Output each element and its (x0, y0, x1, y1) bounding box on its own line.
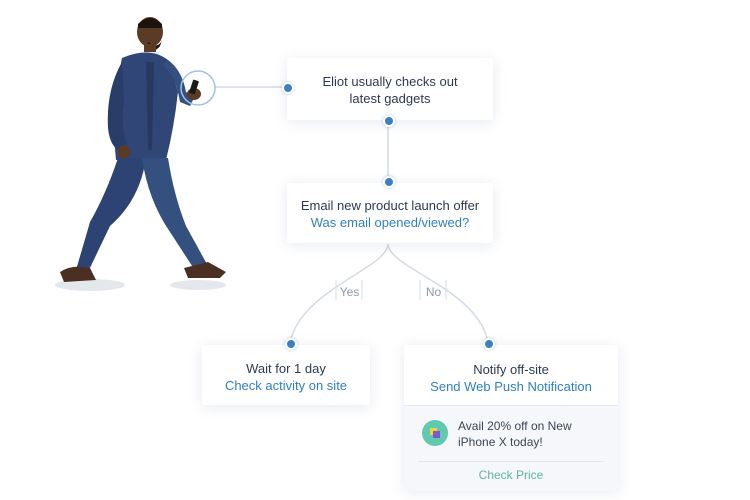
no-branch-label: No (425, 285, 442, 299)
wait-step-action: Wait for 1 day (246, 361, 326, 376)
push-message: Avail 20% off on New iPhone X today! (458, 419, 572, 449)
wait-input-dot (285, 338, 297, 350)
trigger-text: Eliot usually checks out latest gadgets (322, 74, 458, 106)
notify-input-dot (483, 338, 495, 350)
notify-step-action: Notify off-site (473, 362, 549, 377)
yes-branch-label: Yes (339, 285, 360, 299)
trigger-output-dot (383, 115, 395, 127)
walking-man-illustration (55, 17, 226, 291)
trigger-card[interactable]: Eliot usually checks out latest gadgets (287, 58, 493, 120)
notify-step-channel: Send Web Push Notification (430, 379, 592, 394)
check-price-button[interactable]: Check Price (478, 468, 544, 482)
app-logo-icon (422, 420, 448, 446)
email-step-action: Email new product launch offer (300, 198, 480, 213)
push-notification-preview[interactable]: Avail 20% off on New iPhone X today! Che… (404, 405, 618, 491)
email-input-dot (383, 176, 395, 188)
trigger-input-dot (282, 82, 294, 94)
email-step-condition: Was email opened/viewed? (310, 215, 470, 230)
push-divider (418, 461, 604, 462)
wait-step-followup: Check activity on site (224, 378, 348, 393)
wait-step-card[interactable]: Wait for 1 day Check activity on site (202, 345, 370, 405)
email-step-card[interactable]: Email new product launch offer Was email… (287, 183, 493, 243)
